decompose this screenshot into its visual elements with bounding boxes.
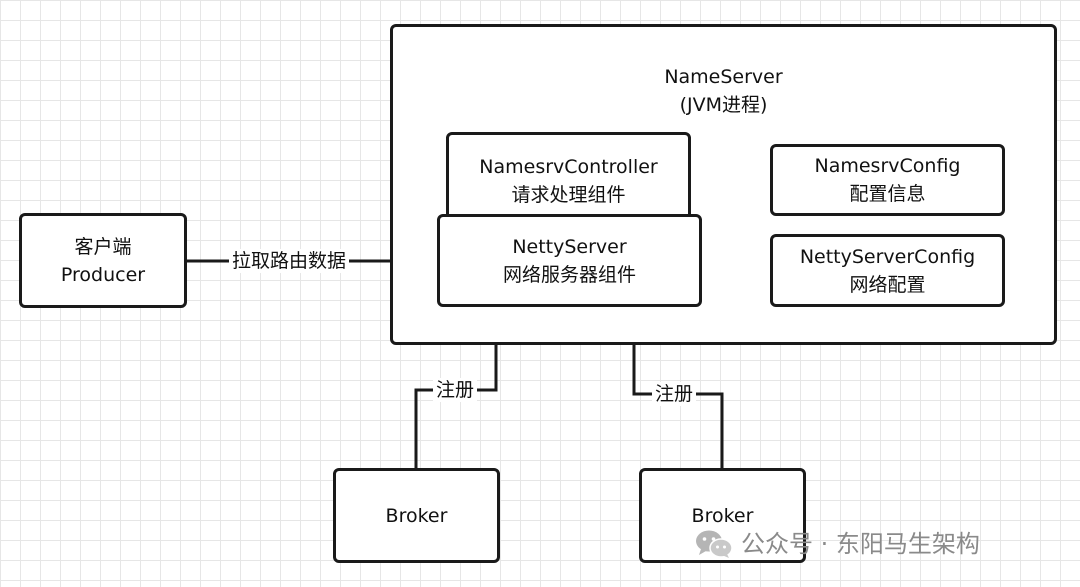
broker-box-left: Broker <box>333 468 500 563</box>
nameserver-title: NameServer (JVM进程) <box>393 63 1054 119</box>
namesrv-controller-box: NamesrvController 请求处理组件 <box>446 132 691 220</box>
netty-server-config-box: NettyServerConfig 网络配置 <box>770 234 1005 307</box>
netty-server-config-sublabel: 网络配置 <box>849 273 926 296</box>
wechat-icon <box>696 530 733 558</box>
namesrv-config-label: NamesrvConfig <box>814 155 961 177</box>
namesrv-controller-label: NamesrvController <box>479 156 658 178</box>
register-label-right: 注册 <box>652 382 697 406</box>
netty-server-sublabel: 网络服务器组件 <box>502 263 636 286</box>
nameserver-title-line2: (JVM进程) <box>679 94 768 116</box>
broker-label: Broker <box>385 504 448 527</box>
pull-route-label: 拉取路由数据 <box>229 249 350 273</box>
client-label: 客户端 <box>74 235 132 258</box>
namesrv-config-sublabel: 配置信息 <box>849 183 926 205</box>
namesrv-controller-sublabel: 请求处理组件 <box>511 184 626 206</box>
producer-label: Producer <box>60 263 146 286</box>
watermark-text: 公众号 · 东阳马生架构 <box>741 530 980 558</box>
nameserver-title-line1: NameServer <box>664 66 783 88</box>
netty-server-config-label: NettyServerConfig <box>799 245 976 268</box>
netty-server-label: NettyServer <box>512 235 627 258</box>
client-producer-box: 客户端 Producer <box>19 213 187 308</box>
namesrv-config-box: NamesrvConfig 配置信息 <box>770 144 1005 216</box>
broker-label: Broker <box>691 504 754 527</box>
register-label-left: 注册 <box>433 378 478 402</box>
watermark: 公众号 · 东阳马生架构 <box>695 527 980 561</box>
netty-server-box: NettyServer 网络服务器组件 <box>437 214 702 307</box>
